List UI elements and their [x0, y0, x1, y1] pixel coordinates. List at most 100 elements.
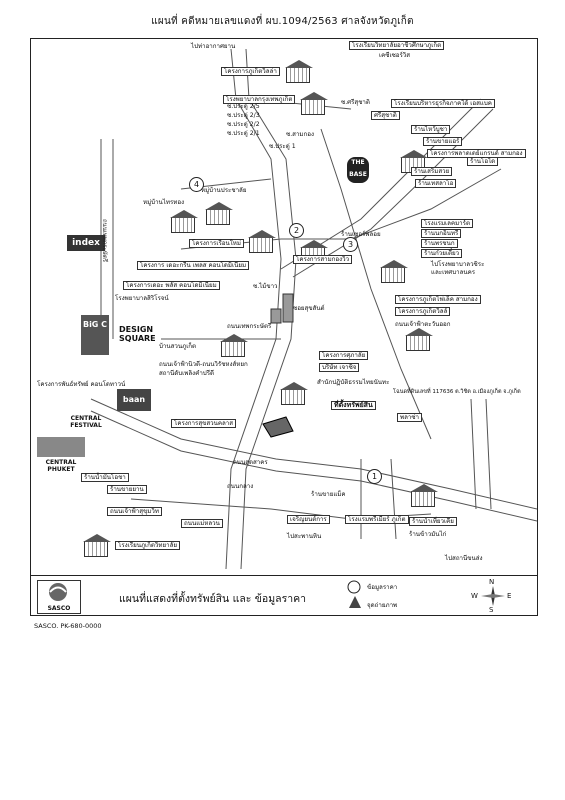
legend-item-photo: จุดถ่ายภาพ — [367, 602, 398, 609]
building-icon — [380, 260, 408, 283]
building-icon — [220, 334, 248, 357]
baan-logo: baan — [117, 389, 151, 411]
map-label: เจริญยนต์การ — [287, 515, 330, 524]
price-point-4: 4 — [189, 177, 204, 192]
map-label: พลาซ่า — [397, 413, 423, 422]
compass-icon: N S W E — [471, 578, 512, 614]
map-label: โครงการศุภาลัย — [319, 351, 369, 360]
map-label: ร้านน้ำมันโอชา — [81, 473, 129, 482]
price-point-3: 3 — [343, 237, 358, 252]
map-label: โครงการพันธ์ทรัพย์ คอนโดทาวน์ — [37, 381, 126, 388]
map-label: ร้านขายแอร์ — [423, 137, 463, 146]
map-label: โรงพยาบาลกรุงเทพภูเก็ต — [223, 95, 296, 104]
map-label: ถนนเจ้าฟ้าสุขุมวิท — [107, 507, 162, 516]
central-phuket-logo: CENTRAL PHUKET — [45, 459, 77, 473]
legend-item-price: ข้อมูลราคา — [367, 584, 398, 591]
map-label: ถนนสุดสาคร — [233, 459, 268, 466]
design-square-logo: DESIGN SQUARE — [119, 325, 156, 343]
map-label: ถนนเจ้าฟ้าตะวันออก — [395, 321, 451, 328]
map-label: หมู่บ้านประชาลัย — [201, 187, 247, 194]
map-label: ซ.ประดู่ 2/2 — [227, 121, 260, 128]
deed-label: โฉนดที่ดินเลขที่ 117636 ต.วิชิต อ.เมืองภ… — [393, 389, 521, 395]
legend-bar: SASCO แผนที่แสดงที่ตั้งทรัพย์สิน และ ข้อ… — [31, 575, 537, 616]
map-label: โรงแรมพรีเมียร์ ภูเก็ต — [345, 515, 409, 524]
map-label: ศรีสุชาติ — [371, 111, 400, 120]
property-label: ที่ตั้งทรัพย์สิน — [331, 401, 376, 410]
map-label: ร้านเทสลาโอ — [415, 179, 457, 188]
big-c-logo: BiG C — [81, 315, 109, 355]
map-label: โครงการสามกองวิว — [293, 255, 353, 264]
building-icon — [300, 92, 328, 115]
map-header-title: แผนที่ คดีหมายเลขแดงที่ ผบ.1094/2563 ศาล… — [151, 16, 414, 27]
building-icon — [170, 210, 198, 233]
map-label: โรงเรียนวิทยาลัยอาชีวศึกษาภูเก็ต — [349, 41, 445, 50]
map-label: บริษัท เจาซิจ — [319, 363, 360, 372]
index-logo: index — [67, 235, 105, 251]
map-label: โครงการเรือนใหม่ — [189, 239, 244, 248]
map-label: ถนนเจ้าฟ้านิวดี-ถนนวิรัชหงส์หยก — [159, 361, 248, 368]
map-label: ไปท่าอากาศยาน — [191, 43, 236, 50]
map-label: ซ.ประดู่ 2/3 — [227, 112, 260, 119]
price-point-legend-icon — [347, 580, 361, 594]
sasco-logo: SASCO — [37, 580, 81, 614]
the-base-logo: THE BASE — [347, 157, 369, 183]
map-label: ถนนกลาง — [227, 483, 254, 490]
map-label: โรงเรียนบริหารธุรกิจภาคใต้ เอสแบค — [391, 99, 495, 108]
map-label: สำนักปฏิบัติธรรมไทยนันทะ — [317, 379, 390, 386]
map-label: ร้านข้าวมันไก่ — [409, 531, 447, 538]
map-label: ร้านก๋วยเตี๋ยว — [421, 249, 463, 258]
map-frame: 4 2 3 1 index BiG C DESIGN SQUARE baan T… — [30, 38, 538, 616]
map-label: ร้านนำเที่ยวเคีย — [409, 517, 457, 526]
price-point-1: 1 — [367, 469, 382, 484]
map-label: โรงพยาบาลสิริโรจน์ — [115, 295, 169, 302]
map-label: ซ.ประดู่ 2/5 — [227, 103, 260, 110]
map-label: ซ.สามกอง — [286, 131, 314, 138]
map-label: โครงการภูเก็ตวิลล่า — [221, 67, 280, 76]
building-icon — [83, 534, 111, 557]
map-label: ร้านเสริมสวย — [411, 167, 453, 176]
map-label: สถานีดับเพลิงคำปรีดี — [159, 370, 215, 377]
map-label: ซ.ประดู่ 2/1 — [227, 130, 260, 137]
building-icon — [285, 60, 313, 83]
map-label: ซ.ไม้ขาว — [253, 283, 278, 290]
building-icon — [405, 328, 433, 351]
map-label: ไปสถานีขนส่ง — [445, 555, 483, 562]
legend-title: แผนที่แสดงที่ตั้งทรัพย์สิน และ ข้อมูลราค… — [119, 593, 307, 605]
central-festival-logo: CENTRAL FESTIVAL — [70, 415, 102, 429]
road-network — [90, 48, 537, 570]
building-icon — [410, 484, 438, 507]
building-icon — [280, 382, 308, 405]
map-label: โครงการภูเก็ตวิลล์ — [395, 307, 451, 316]
map-label: ไปโรงพยาบาลวชิระ — [431, 261, 485, 268]
building-icon — [248, 230, 276, 253]
central-phuket-building — [37, 437, 85, 457]
building-icon — [205, 202, 233, 225]
map-label: ซ.ศรีสุชาติ — [341, 99, 370, 106]
map-label: ร้านโอได — [467, 157, 499, 166]
map-label: โรงเรียนภูเก็ตวิทยาลัย — [115, 541, 180, 550]
map-label: ร้านพรชนก — [421, 239, 458, 248]
map-label: โครงการเดอะ พลัส คอนโดมิเนียม — [123, 281, 220, 290]
map-label: โรงแรมเลคมาร์ต — [421, 219, 473, 228]
map-label: ซอยสุขสันต์ — [293, 305, 325, 312]
map-label: ร้านไหว้บูชา — [411, 125, 451, 134]
map-label: หมู่บ้านไทรทอง — [143, 199, 185, 206]
property-marker — [262, 416, 294, 438]
map-label: เคซีเซอร์วิส — [379, 52, 411, 59]
map-label: ร้านขายแม็ค — [311, 491, 346, 498]
map-label: โครงการ เดอะกรีน เพลส คอนโดมิเนียม — [137, 261, 250, 270]
document-code: SASCO. PK-680-0000 — [34, 622, 102, 630]
map-label: ถนนเทพกระษัตรี — [227, 323, 272, 330]
map-label: ร้านนกอินทรี — [421, 229, 462, 238]
map-label: ร้านขายยาน — [107, 485, 147, 494]
map-label: ไปสะพานหิน — [287, 533, 322, 540]
map-label: ร้านเซอร์พลอย — [341, 231, 381, 238]
map-label: ซ.ประดู่ 1 — [269, 143, 296, 150]
map-label: และเทศบาลนคร — [431, 269, 476, 276]
photo-point-legend-icon — [349, 596, 361, 608]
road-label: ถนนเทพกระษัตรี — [101, 219, 108, 262]
map-label: โครงการสุขสวนคลาส — [171, 419, 237, 428]
price-point-2: 2 — [289, 223, 304, 238]
map-label: ถนนแม่หลวน — [181, 519, 223, 528]
map-label: บ้านสวนภูเก็ต — [159, 343, 197, 350]
